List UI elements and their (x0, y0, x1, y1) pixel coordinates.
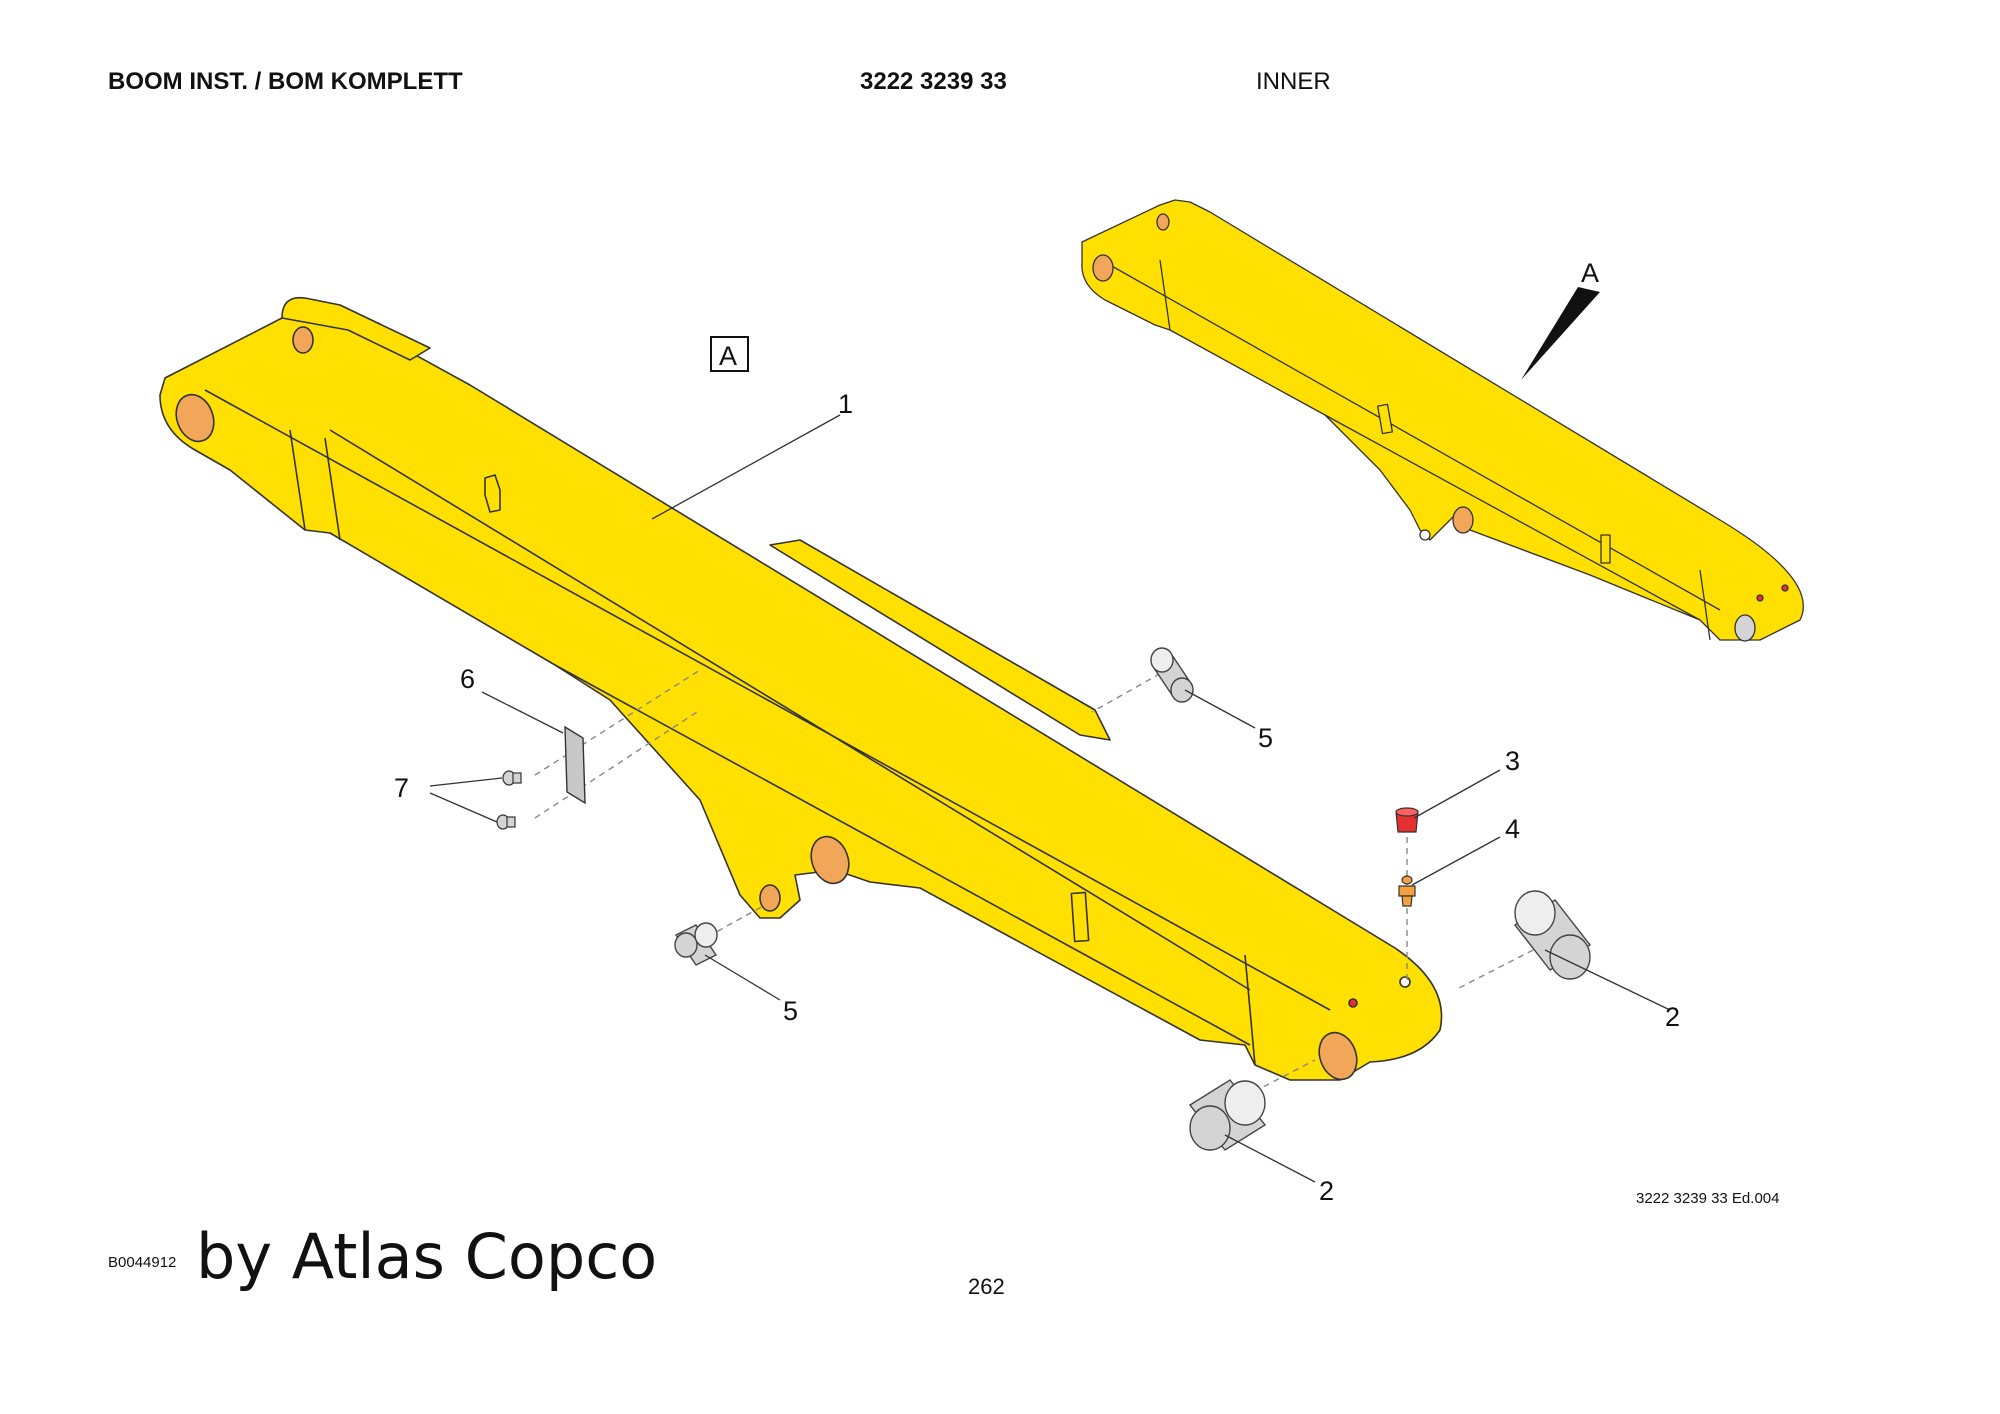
rear-upper-bore (292, 326, 314, 354)
rear-fork-lug (281, 296, 431, 361)
page-number: 262 (968, 1274, 1005, 1299)
variant-label: INNER (1256, 68, 1331, 95)
grease-nipple (1398, 875, 1416, 907)
figure-id: B0044912 (108, 1254, 177, 1271)
callout-2-bottom: 2 (1319, 1176, 1334, 1206)
screws (496, 770, 522, 830)
part-number: 3222 3239 33 (860, 68, 1007, 95)
rear-pivot-bore (175, 393, 215, 443)
overview-view-arrow (1521, 287, 1600, 380)
overview-boom (1081, 199, 1804, 642)
plate (564, 725, 586, 805)
callout-6: 6 (460, 664, 475, 694)
edition-label: 3222 3239 33 Ed.004 (1636, 1190, 1780, 1207)
bushing-front-bottom (1188, 1079, 1267, 1151)
view-label: A (719, 341, 737, 371)
callout-2-top: 2 (1665, 1002, 1680, 1032)
callout-5-top: 5 (1258, 723, 1273, 753)
main-boom (159, 296, 1443, 1081)
page-title: BOOM INST. / BOM KOMPLETT (108, 68, 463, 95)
boom-body (159, 305, 1443, 1081)
front-pivot-bore (1318, 1031, 1358, 1081)
callout-1: 1 (838, 389, 853, 419)
plug (1395, 807, 1419, 833)
callout-7: 7 (394, 773, 409, 803)
cylinder-bore-small (759, 884, 781, 912)
callout-5-bottom: 5 (783, 996, 798, 1026)
overview-arrow-label: A (1581, 258, 1599, 288)
brand-watermark: by Atlas Copco (196, 1220, 658, 1293)
callout-3: 3 (1505, 746, 1520, 776)
cylinder-bore-large (810, 835, 850, 885)
leader-lines (429, 414, 1671, 1183)
bushing-rear-top (1150, 647, 1194, 703)
callout-4: 4 (1505, 814, 1520, 844)
bushing-front-top (1513, 890, 1592, 980)
view-label-box (710, 336, 749, 372)
